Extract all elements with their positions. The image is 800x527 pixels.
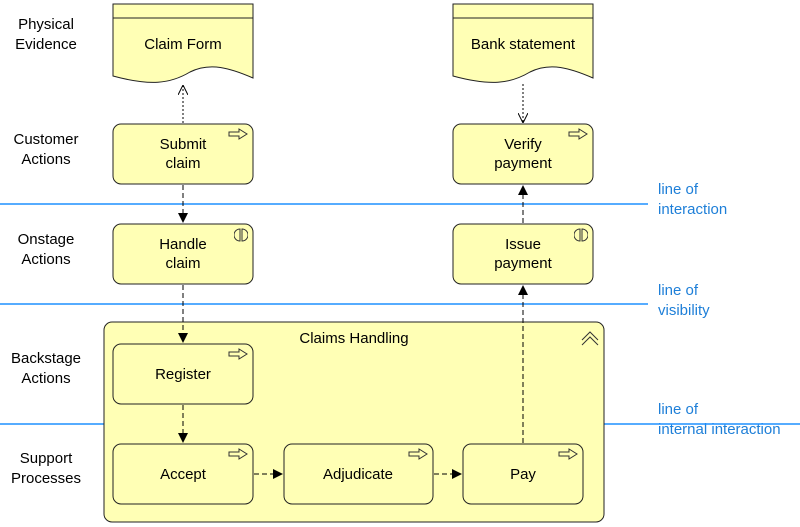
issue-payment-node[interactable]: Issue payment <box>452 223 594 285</box>
register-node[interactable]: Register <box>112 343 254 405</box>
register-label: Register <box>155 366 211 383</box>
collaboration-icon <box>581 331 599 346</box>
handle-claim-label-line1: Handle <box>159 236 207 253</box>
lane-label-onstage-actions: Onstage Actions <box>17 231 75 268</box>
handle-claim-label-line2: claim <box>165 255 200 272</box>
claim-form-node[interactable]: Claim Form <box>112 3 254 83</box>
lane-label-backstage-actions: Backstage Actions <box>10 350 82 387</box>
verify-payment-node[interactable]: Verify payment <box>452 123 594 185</box>
bank-statement-label: Bank statement <box>471 36 576 53</box>
lane-label-support-processes: Support Processes <box>10 450 82 487</box>
line-label-internal-interaction: line of internal interaction <box>658 401 781 438</box>
lane-label-physical-evidence: Physical Evidence <box>15 16 77 53</box>
handle-claim-node[interactable]: Handle claim <box>112 223 254 285</box>
line-label-visibility: line of visibility <box>658 282 710 319</box>
verify-payment-label-line2: payment <box>494 155 552 172</box>
lane-label-customer-actions: Customer Actions <box>13 131 79 168</box>
adjudicate-node[interactable]: Adjudicate <box>283 443 434 505</box>
verify-payment-label-line1: Verify <box>504 136 542 153</box>
accept-label: Accept <box>160 466 207 483</box>
submit-claim-label-line1: Submit <box>160 136 208 153</box>
issue-payment-label-line1: Issue <box>505 236 541 253</box>
adjudicate-label: Adjudicate <box>323 466 393 483</box>
issue-payment-label-line2: payment <box>494 255 552 272</box>
submit-claim-node[interactable]: Submit claim <box>112 123 254 185</box>
bank-statement-node[interactable]: Bank statement <box>452 3 594 83</box>
claims-handling-label: Claims Handling <box>299 330 408 347</box>
pay-label: Pay <box>510 466 536 483</box>
claim-form-label: Claim Form <box>144 36 222 53</box>
pay-node[interactable]: Pay <box>462 443 584 505</box>
accept-node[interactable]: Accept <box>112 443 254 505</box>
line-label-interaction: line of interaction <box>658 181 728 218</box>
submit-claim-label-line2: claim <box>165 155 200 172</box>
